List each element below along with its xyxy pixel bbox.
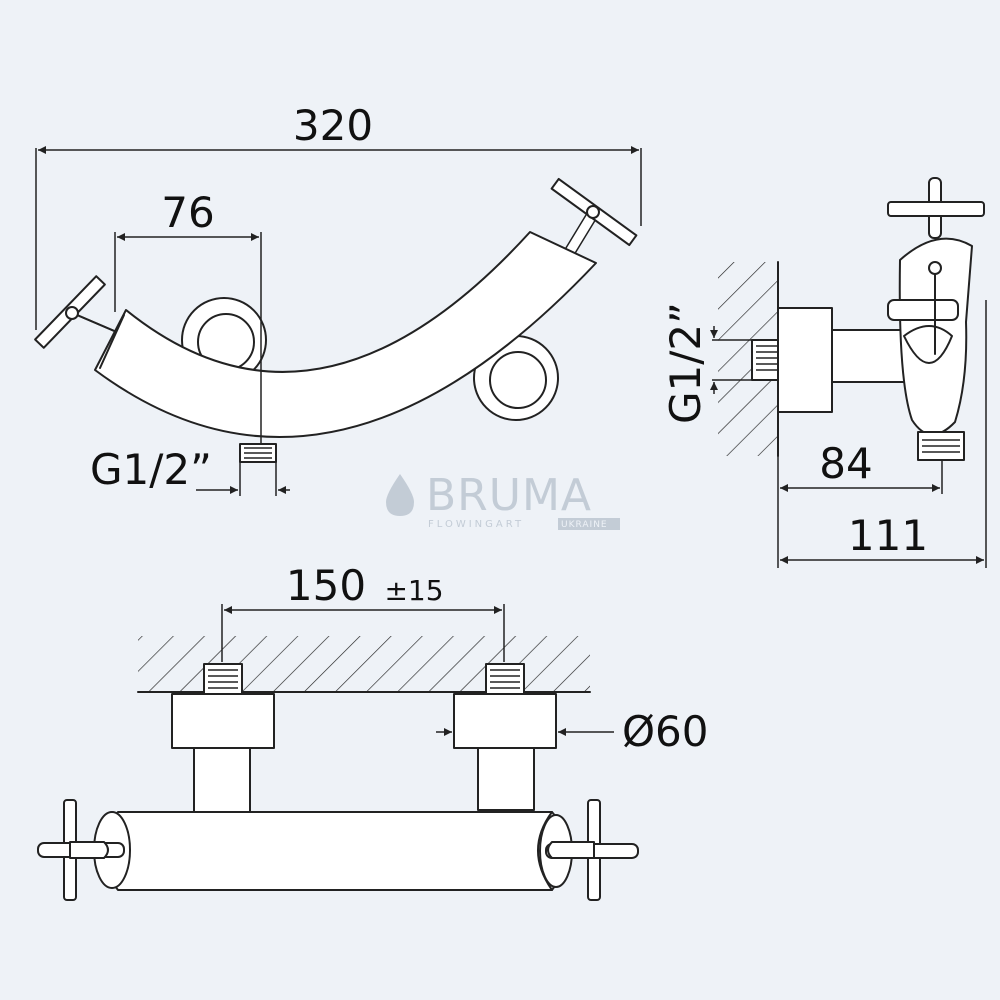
dim-side-thread: G1/2” [661,302,710,424]
dim-top-thread: G1/2” [90,445,212,494]
top-view: 320 76 G1/2” [34,101,642,496]
right-wall-flange-inner [489,351,547,409]
front-right-thread [485,663,525,695]
side-flange [777,307,833,413]
front-left-thread [203,663,243,695]
front-left-handle [37,799,131,901]
logo-region-badge [558,518,620,530]
front-view: 150 ±15 Ø60 [37,561,709,901]
logo-brand: BRUMA [426,470,592,521]
dim-side-total: 111 [848,511,928,560]
dim-handle-offset: 76 [161,188,214,237]
side-view: G1/2” 84 111 [661,177,987,568]
front-right-connector [477,747,535,811]
water-drop-icon [386,474,414,516]
right-handle [550,177,638,264]
dim-overall-width: 320 [293,101,373,150]
dim-center-distance: 150 [286,561,366,610]
front-right-flange [453,693,557,749]
dim-side-projection: 84 [819,439,872,488]
logo-region: UKRAINE [561,520,608,530]
front-right-handle [539,799,639,901]
front-mixer-body [101,811,569,891]
top-view-thread [239,443,277,463]
bruma-logo: BRUMA FLOWINGART UKRAINE [386,470,620,530]
left-handle [34,275,127,349]
side-connector [831,329,905,383]
dim-flange-diameter: Ø60 [622,707,709,756]
dim-center-tolerance: ±15 [384,574,443,607]
logo-tagline: FLOWINGART [428,519,524,530]
front-left-flange [171,693,275,749]
side-outlet-thread [917,431,965,461]
side-top-handle [887,177,985,239]
curved-mixer-body [94,231,597,438]
